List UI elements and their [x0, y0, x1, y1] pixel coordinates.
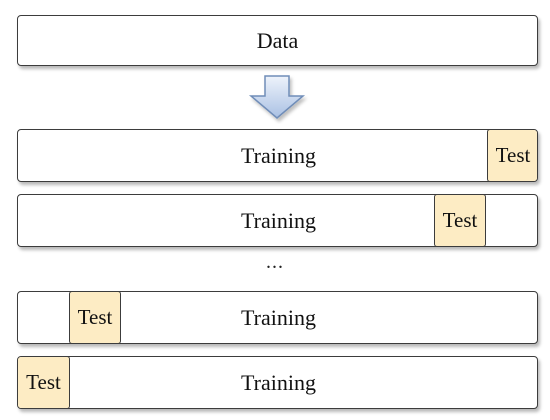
fold-4-test-block: Test: [18, 357, 70, 408]
fold-1-test-block: Test: [487, 130, 537, 181]
fold-2-training-label: Training: [241, 207, 316, 233]
fold-3: Training Test: [17, 291, 538, 344]
down-arrow-icon: [248, 75, 306, 119]
data-box: Data: [17, 15, 538, 66]
fold-4: Training Test: [17, 356, 538, 409]
fold-3-training-label: Training: [241, 304, 316, 330]
fold-2-test-block: Test: [434, 195, 486, 246]
data-label: Data: [256, 27, 299, 53]
fold-1-training-label: Training: [241, 142, 316, 168]
fold-4-training-label: Training: [241, 369, 316, 395]
fold-1: Training Test: [17, 129, 538, 182]
ellipsis: ...: [266, 251, 284, 273]
fold-3-test-block: Test: [69, 292, 121, 343]
fold-2: Training Test: [17, 194, 538, 247]
